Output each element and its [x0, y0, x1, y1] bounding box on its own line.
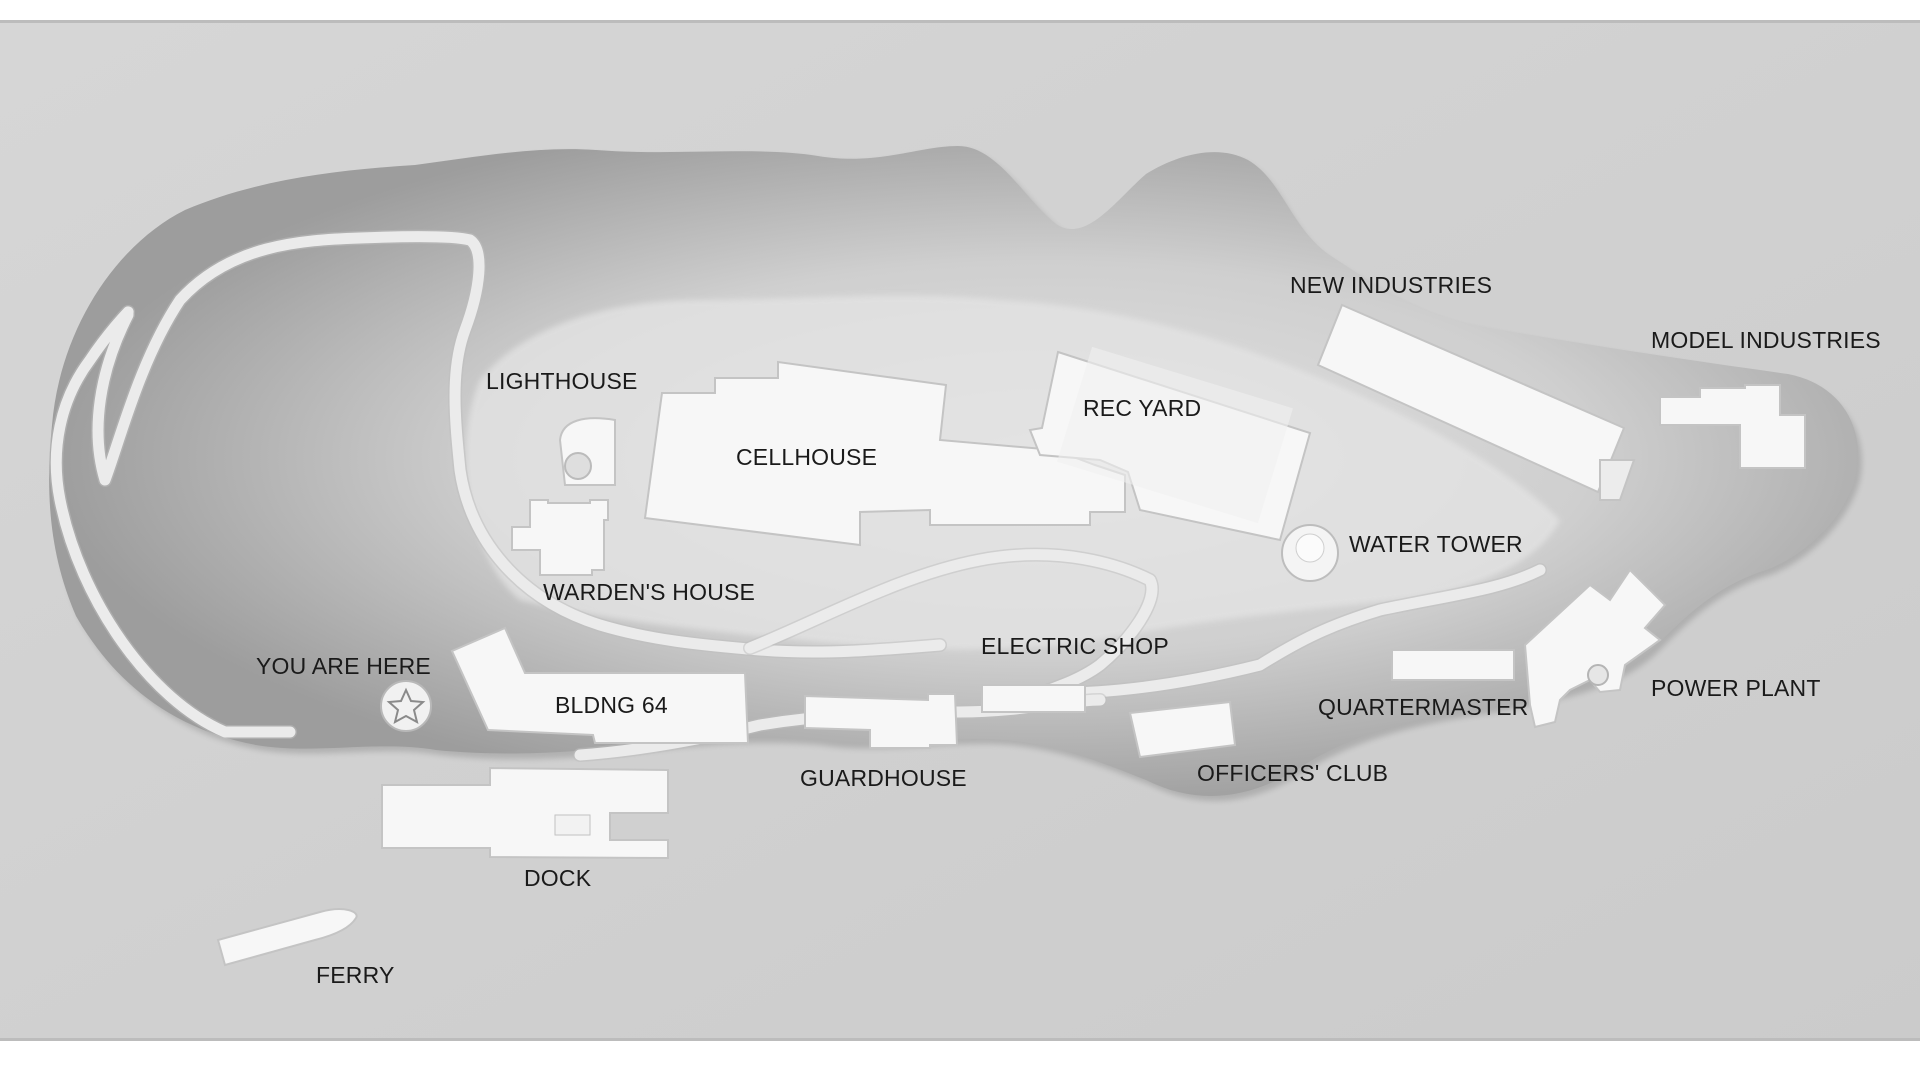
model-industries-building [1659, 384, 1806, 469]
bldng-64-building [450, 626, 750, 744]
label-new-industries: NEW INDUSTRIES [1290, 272, 1492, 298]
label-cellhouse: CELLHOUSE [736, 444, 877, 470]
buildings [216, 303, 1806, 967]
label-model-industries: MODEL INDUSTRIES [1651, 327, 1881, 353]
ferry-boat [216, 908, 358, 967]
label-bldng-64: BLDNG 64 [555, 692, 668, 718]
label-water-tower: WATER TOWER [1349, 531, 1523, 557]
new-industries-building [1316, 303, 1626, 494]
label-wardens-house: WARDEN'S HOUSE [543, 579, 755, 605]
wardens-house-building [511, 499, 609, 576]
label-electric-shop: ELECTRIC SHOP [981, 633, 1169, 659]
label-officers-club: OFFICERS' CLUB [1197, 760, 1388, 786]
label-dock: DOCK [524, 865, 592, 891]
label-power-plant: POWER PLANT [1651, 675, 1821, 701]
label-guardhouse: GUARDHOUSE [800, 765, 967, 791]
power-plant-building [1523, 568, 1667, 729]
label-you-are-here: YOU ARE HERE [256, 653, 431, 679]
rec-yard-inner [1057, 346, 1293, 524]
label-ferry: FERRY [316, 962, 395, 988]
dock-annex [554, 814, 591, 836]
label-quartermaster: QUARTERMASTER [1318, 694, 1528, 720]
new-industries-annex [1599, 459, 1636, 501]
power-plant-stack [1587, 664, 1609, 686]
label-rec-yard: REC YARD [1083, 395, 1201, 421]
label-lighthouse: LIGHTHOUSE [486, 368, 638, 394]
you-are-here-marker [380, 680, 432, 732]
labels: LIGHTHOUSE CELLHOUSE REC YARD NEW INDUST… [256, 272, 1881, 988]
top-border [0, 20, 1920, 23]
quartermaster-building [1391, 649, 1515, 681]
guardhouse-building [804, 693, 959, 749]
water-tower-top [1295, 533, 1325, 563]
star-icon [386, 687, 426, 724]
bottom-border [0, 1038, 1920, 1041]
dock-building [381, 766, 669, 860]
electric-shop-building [981, 684, 1086, 713]
officers-club-building [1128, 700, 1237, 759]
lighthouse-tower [564, 452, 592, 480]
